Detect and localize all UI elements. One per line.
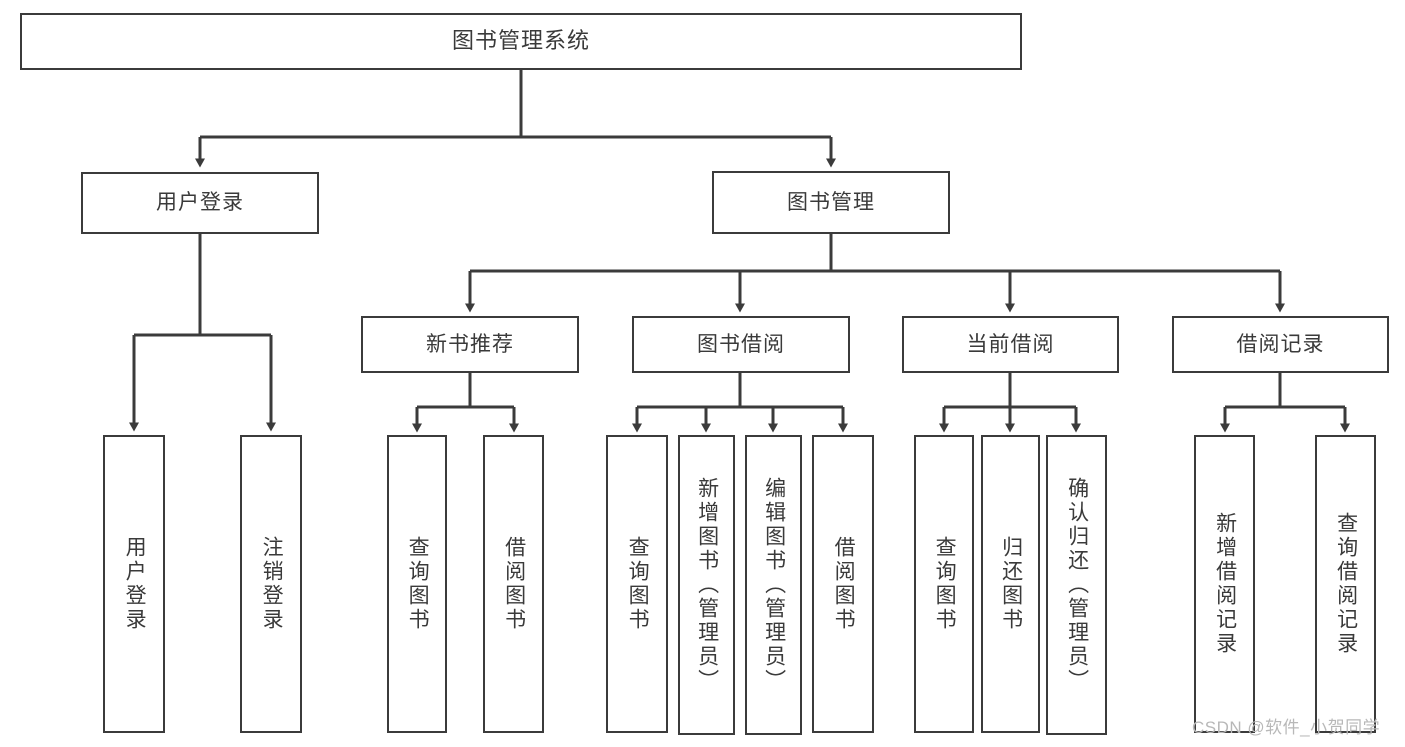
- node-root-book-management-system[interactable]: 图书管理系统: [20, 13, 1022, 70]
- node-label: 编辑图书（管理员）: [762, 477, 786, 693]
- node-label: 当前借阅: [966, 332, 1055, 356]
- leaf-borrow-book-borrow[interactable]: 借阅图书: [812, 435, 874, 733]
- node-label: 确认归还（管理员）: [1065, 477, 1089, 693]
- leaf-query-book-recommend[interactable]: 查询图书: [387, 435, 447, 733]
- node-label: 新增图书（管理员）: [695, 477, 719, 693]
- node-user-login[interactable]: 用户登录: [81, 172, 319, 234]
- node-label: 图书借阅: [697, 332, 785, 356]
- leaf-query-book-current[interactable]: 查询图书: [914, 435, 974, 733]
- node-current-borrow[interactable]: 当前借阅: [902, 316, 1119, 373]
- node-label: 查询图书: [626, 536, 650, 632]
- leaf-add-book-admin[interactable]: 新增图书（管理员）: [678, 435, 735, 735]
- leaf-add-borrow-record[interactable]: 新增借阅记录: [1194, 435, 1255, 733]
- node-label: 查询图书: [933, 536, 957, 632]
- node-label: 新书推荐: [426, 332, 514, 356]
- watermark-text: CSDN @软件_小贺同学: [1192, 718, 1381, 737]
- node-label: 用户登录: [123, 536, 147, 632]
- leaf-query-borrow-record[interactable]: 查询借阅记录: [1315, 435, 1376, 733]
- leaf-return-book[interactable]: 归还图书: [981, 435, 1040, 733]
- node-book-borrow[interactable]: 图书借阅: [632, 316, 850, 373]
- node-new-book-recommend[interactable]: 新书推荐: [361, 316, 579, 373]
- node-label: 借阅记录: [1236, 332, 1325, 356]
- leaf-borrow-book-recommend[interactable]: 借阅图书: [483, 435, 544, 733]
- node-label: 新增借阅记录: [1213, 512, 1237, 656]
- node-label: 注销登录: [260, 536, 284, 632]
- node-label: 图书管理: [787, 190, 875, 214]
- leaf-user-login[interactable]: 用户登录: [103, 435, 165, 733]
- leaf-query-book-borrow[interactable]: 查询图书: [606, 435, 668, 733]
- node-label: 图书管理系统: [451, 28, 590, 54]
- leaf-logout[interactable]: 注销登录: [240, 435, 302, 733]
- node-label: 借阅图书: [502, 536, 526, 632]
- node-label: 归还图书: [999, 536, 1023, 632]
- leaf-edit-book-admin[interactable]: 编辑图书（管理员）: [745, 435, 802, 735]
- node-label: 用户登录: [156, 191, 244, 215]
- node-label: 查询借阅记录: [1334, 512, 1358, 656]
- node-label: 查询图书: [406, 536, 430, 632]
- node-label: 借阅图书: [832, 536, 856, 632]
- node-borrow-record[interactable]: 借阅记录: [1172, 316, 1389, 373]
- leaf-confirm-return-admin[interactable]: 确认归还（管理员）: [1046, 435, 1107, 735]
- node-book-management[interactable]: 图书管理: [712, 171, 950, 234]
